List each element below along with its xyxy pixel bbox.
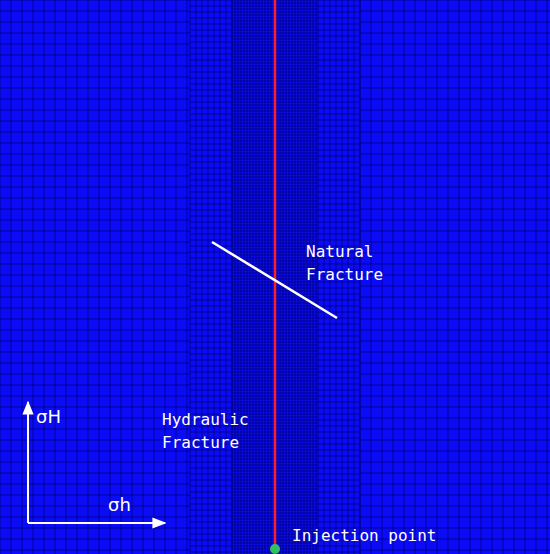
stress-label: σH <box>36 404 76 430</box>
hydraulic-fracture-line <box>274 0 277 548</box>
point-label: Injection point <box>292 524 462 547</box>
stress-axis-arrow <box>28 522 165 524</box>
stress-label: σh <box>108 492 148 518</box>
fracture-label: Hydraulic Fracture <box>162 408 274 454</box>
injection-point-dot <box>270 544 280 554</box>
stress-axis-arrow <box>27 402 29 523</box>
fracture-label: Natural Fracture <box>306 240 416 286</box>
